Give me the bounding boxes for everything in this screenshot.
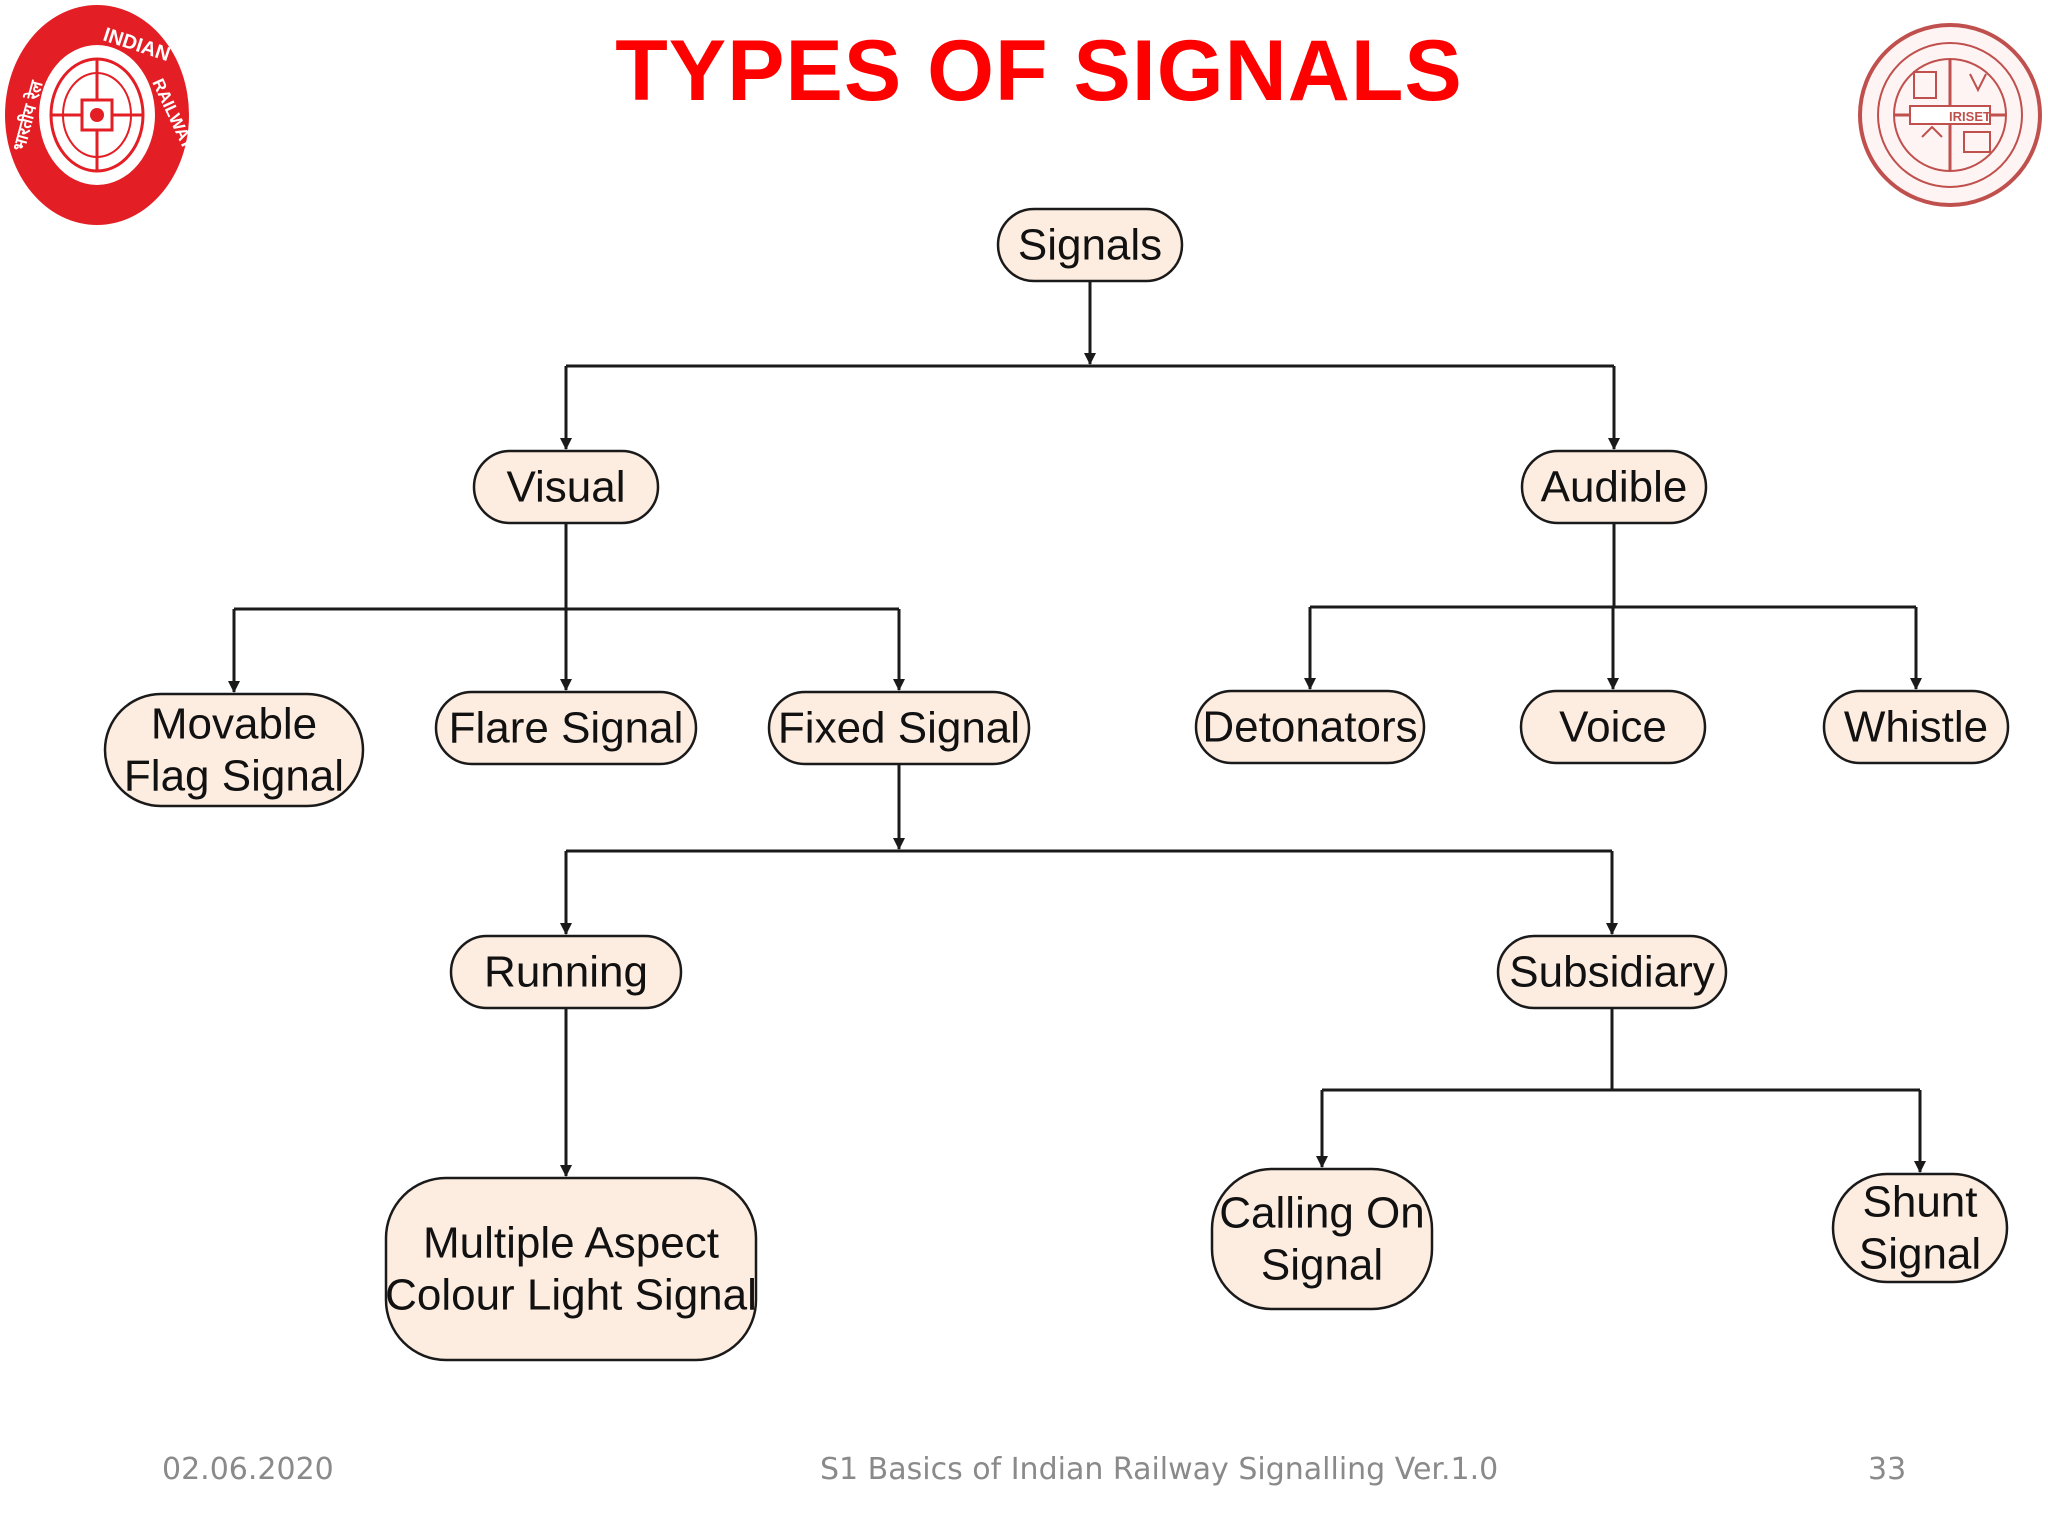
node-detonators-box xyxy=(1194,689,1426,765)
node-calling-on-signal-label: Calling On xyxy=(1219,1189,1424,1238)
node-whistle-label: Whistle xyxy=(1844,703,1988,752)
node-fixed-signal-label: Fixed Signal xyxy=(778,704,1020,753)
node-detonators-label: Detonators xyxy=(1202,703,1417,752)
node-movable-flag-signal-label: Movable xyxy=(151,700,317,749)
node-visual-label: Visual xyxy=(506,463,625,512)
node-calling-on-signal-box xyxy=(1210,1167,1434,1311)
node-whistle-box xyxy=(1822,689,2010,765)
footer-date: 02.06.2020 xyxy=(162,1452,334,1487)
node-movable-flag-signal-box xyxy=(103,692,365,808)
iriset-emblem: IRISET xyxy=(1858,23,2042,207)
node-audible: Audible xyxy=(1520,449,1708,525)
node-multiple-aspect-colour-light-signal-label: Colour Light Signal xyxy=(385,1271,757,1320)
indian-railways-logo: INDIAN RAILWAYS भारतीय रेल xyxy=(5,5,192,225)
node-fixed-signal: Fixed Signal xyxy=(767,690,1031,766)
node-flare-signal-label: Flare Signal xyxy=(449,704,684,753)
node-fixed-signal-box xyxy=(767,690,1031,766)
page-number: 33 xyxy=(1868,1452,1907,1487)
node-running-label: Running xyxy=(484,948,648,997)
footer-course-title: S1 Basics of Indian Railway Signalling V… xyxy=(820,1452,1499,1487)
node-signals: Signals xyxy=(996,207,1184,283)
node-multiple-aspect-colour-light-signal-label: Multiple Aspect xyxy=(423,1219,719,1268)
emblem-text-iriset: IRISET xyxy=(1949,109,1991,124)
node-flare-signal-box xyxy=(434,690,698,766)
node-voice: Voice xyxy=(1519,689,1707,765)
node-flare-signal: Flare Signal xyxy=(434,690,698,766)
node-subsidiary-box xyxy=(1496,934,1728,1010)
node-movable-flag-signal-label: Flag Signal xyxy=(124,752,344,801)
node-subsidiary: Subsidiary xyxy=(1496,934,1728,1010)
node-detonators: Detonators xyxy=(1194,689,1426,765)
node-multiple-aspect-colour-light-signal-box xyxy=(384,1176,758,1362)
node-voice-label: Voice xyxy=(1559,703,1667,752)
node-running-box xyxy=(449,934,683,1010)
node-running: Running xyxy=(449,934,683,1010)
node-signals-label: Signals xyxy=(1018,221,1162,270)
node-calling-on-signal-label: Signal xyxy=(1261,1241,1383,1290)
node-signals-box xyxy=(996,207,1184,283)
node-shunt-signal-label: Shunt xyxy=(1863,1178,1978,1227)
node-shunt-signal-label: Signal xyxy=(1859,1230,1981,1279)
node-audible-box xyxy=(1520,449,1708,525)
slide-title: TYPES OF SIGNALS xyxy=(615,23,1463,119)
node-audible-label: Audible xyxy=(1541,463,1688,512)
node-visual-box xyxy=(472,449,660,525)
node-voice-box xyxy=(1519,689,1707,765)
node-shunt-signal-box xyxy=(1831,1172,2009,1284)
node-whistle: Whistle xyxy=(1822,689,2010,765)
node-subsidiary-label: Subsidiary xyxy=(1509,948,1714,997)
node-visual: Visual xyxy=(472,449,660,525)
